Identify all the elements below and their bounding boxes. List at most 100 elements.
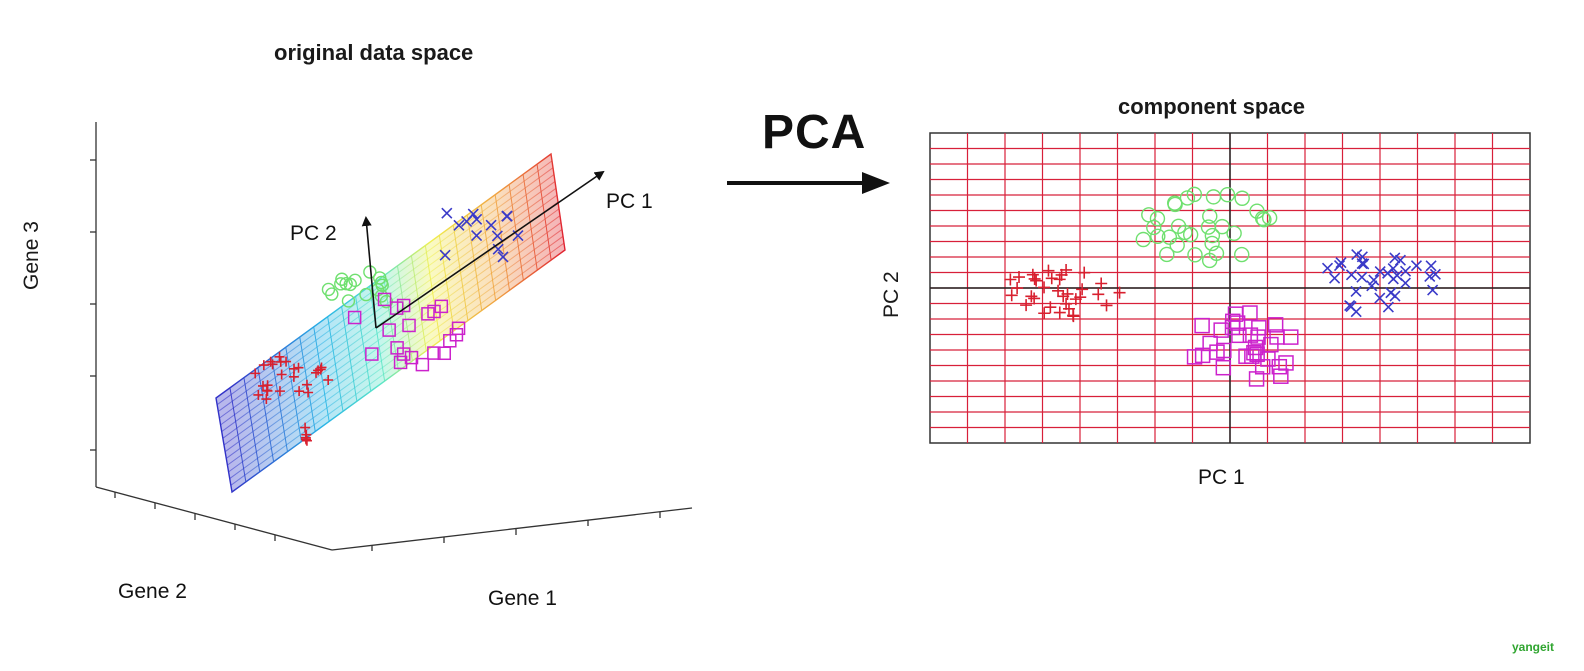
plus-marker [262,385,273,396]
circle-marker [375,278,389,293]
plus-marker [301,379,312,390]
pca-plane [215,152,566,494]
circle-marker [1187,247,1203,263]
circle-marker [1205,189,1222,205]
x-marker [491,230,503,242]
square-marker [382,323,396,337]
plus-marker [1011,282,1024,295]
x-marker [471,213,483,225]
square-marker [1248,371,1265,387]
original-space-title: original data space [274,40,474,65]
x-marker [1345,301,1357,313]
plus-marker [276,369,287,380]
x-marker [501,210,513,222]
pc1-arrow-label: PC 1 [606,190,653,213]
plus-marker [294,386,305,397]
original-space-points [250,207,524,446]
x-marker [1424,270,1436,282]
circle-marker [1161,229,1178,245]
square-marker [434,299,449,314]
circle-marker [1141,207,1157,223]
x-marker [1329,272,1341,284]
plus-marker [1078,266,1091,279]
square-marker [415,357,430,372]
watermark: yangeit [1512,640,1555,654]
x-marker [1427,284,1439,296]
x-marker [1321,262,1334,274]
plus-marker [1025,290,1038,303]
circle-marker [1200,219,1217,235]
plus-marker [1095,277,1108,290]
circle-marker [1159,246,1175,263]
circle-marker [1226,225,1242,241]
square-marker [427,346,441,360]
plus-marker [316,362,327,373]
circle-marker [1261,210,1278,226]
circle-marker [1234,246,1250,263]
square-marker [1249,346,1265,363]
x-marker [485,219,497,231]
plus-marker [261,394,272,405]
square-marker [1263,336,1279,353]
plus-marker [301,435,312,446]
pca-label: PCA [762,106,867,159]
x-marker [471,229,483,242]
plus-marker [1067,309,1080,322]
circle-marker [1150,228,1166,244]
x-marker [497,251,509,263]
circle-marker [1204,227,1221,244]
x-marker [1382,301,1394,313]
x-marker [1399,265,1412,277]
square-marker [1215,359,1232,376]
square-marker [451,321,466,336]
circle-marker [1169,237,1185,253]
circle-marker [341,294,356,308]
square-marker [1213,322,1229,338]
plus-marker [274,386,285,397]
plus-marker [1038,307,1051,320]
x-marker [1335,257,1347,269]
square-marker [1246,344,1262,361]
plus-marker [1069,293,1082,306]
square-marker [1229,315,1246,331]
plus-marker [303,387,314,398]
circle-marker [1234,190,1250,206]
square-marker [1242,305,1258,321]
pc2-arrow-label: PC 2 [290,222,337,245]
square-marker [1194,317,1210,334]
x-marker [1399,277,1411,289]
plus-marker [1076,283,1089,296]
square-marker [1216,342,1232,359]
x-marker [1345,269,1358,281]
x-marker [439,249,451,261]
circle-marker [1179,190,1196,206]
plus-marker [274,351,285,362]
plus-marker [1062,302,1075,315]
circle-marker [334,277,348,291]
plus-marker [300,422,311,433]
plus-marker [1044,301,1057,314]
x-marker [453,219,465,231]
square-marker [437,346,451,361]
component-space-points [1004,186,1441,387]
plus-marker [1100,299,1113,312]
circle-marker [1182,226,1199,243]
square-marker [1278,355,1294,371]
plus-marker [311,367,322,378]
square-marker [1244,348,1260,364]
plus-marker [1053,306,1066,319]
square-marker [1225,313,1241,330]
plus-marker [281,356,292,367]
plus-marker [1055,268,1068,281]
plus-marker [1060,297,1073,310]
plus-marker [300,434,311,445]
x-marker [1410,260,1423,272]
plus-marker [1045,272,1058,285]
gene3-axis-label: Gene 3 [20,221,43,290]
circle-marker [1204,235,1220,252]
plus-marker [1004,273,1017,286]
square-marker [377,292,392,307]
axes-3d [90,122,693,551]
square-marker [1254,359,1271,375]
